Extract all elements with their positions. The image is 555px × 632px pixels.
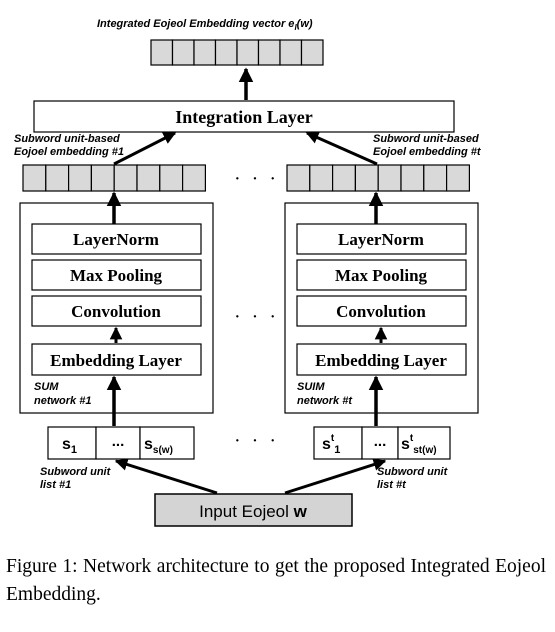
right-vector-cell [423,164,448,192]
ellipsis-middle: · · · [234,306,279,328]
figure-caption: Figure 1: Network architecture to get th… [6,556,546,605]
top-vector-cell [150,39,174,66]
arrow-right-embedding-to-integration [305,131,378,166]
right-vector-label: Subword unit-based [373,133,479,145]
right-convolution-box [296,295,467,327]
left-token-last: ss(w) [144,436,173,456]
right-network-label: SUIM [297,381,325,393]
right-token-first: st1 [322,433,340,456]
right-token-last: stst(w) [401,433,437,456]
left-network-outer-box [19,202,214,414]
top-vector-title: Integrated Eojeol Embedding vector eI(w) [97,18,313,32]
left-convolution-box [31,295,202,327]
right-vector-cell [446,164,471,192]
left-network-label-line2: network #1 [34,395,91,407]
arrow-input-to-left-list [114,458,218,495]
right-vector-cell [286,164,311,192]
top-vector-cell [214,39,238,66]
right-suim-network: LayerNorm Max Pooling Convolution Embedd… [284,202,479,414]
right-vector-cell [354,164,379,192]
right-layernorm-label: LayerNorm [338,230,424,249]
top-vector-cell [236,39,260,66]
top-vector-cell [171,39,195,66]
right-vector-cell [332,164,357,192]
left-vector-cell [182,164,207,192]
left-maxpooling-box [31,259,202,291]
left-token-cell-3 [139,426,195,460]
right-network-outer-box [284,202,479,414]
integrated-embedding-vector [150,39,324,66]
left-embedding-layer-box [31,343,202,376]
left-embedding-vector [22,164,207,192]
right-list-label-line2: list #t [377,479,407,491]
left-list-label-line2: list #1 [40,479,71,491]
right-list-label: Subword unit [377,466,449,478]
top-vector-cell [193,39,217,66]
right-token-middle: ... [374,433,387,450]
ellipsis-bottom: · · · [234,430,279,452]
integration-layer-label: Integration Layer [175,107,312,127]
left-layernorm-box [31,223,202,255]
right-maxpooling-label: Max Pooling [335,266,428,285]
right-layernorm-box [296,223,467,255]
top-vector-cell [257,39,281,66]
input-eojeol-box [154,493,353,527]
right-convolution-label: Convolution [336,302,426,321]
right-token-cell-3 [397,426,451,460]
left-token-first: s1 [62,436,77,456]
left-token-middle: ... [112,433,125,450]
left-subword-list: s1 ... ss(w) [47,426,195,460]
left-list-label: Subword unit [40,466,112,478]
left-sum-network: LayerNorm Max Pooling Convolution Embedd… [19,202,214,414]
left-vector-cell [113,164,138,192]
right-vector-label-line2: Eojoel embedding #t [373,146,482,158]
right-embedding-vector [286,164,471,192]
ellipsis-top: · · · [234,168,279,190]
left-network-label: SUM [34,381,59,393]
left-vector-cell [67,164,92,192]
left-vector-cell [22,164,47,192]
right-network-label-line2: network #t [297,395,353,407]
left-layernorm-label: LayerNorm [73,230,159,249]
left-vector-label-line2: Eojoel embedding #1 [14,146,124,158]
right-maxpooling-box [296,259,467,291]
left-embedding-layer-label: Embedding Layer [50,351,182,370]
right-token-cell-1 [313,426,363,460]
integration-layer-box [33,100,455,133]
top-vector-cell [300,39,324,66]
left-vector-cell [159,164,184,192]
right-vector-cell [309,164,334,192]
left-convolution-label: Convolution [71,302,161,321]
arrow-left-embedding-to-integration [113,131,177,166]
left-vector-cell [136,164,161,192]
left-vector-label: Subword unit-based [14,133,120,145]
right-vector-cell [400,164,425,192]
arrow-input-to-right-list [284,458,387,495]
top-vector-cell [279,39,303,66]
right-embedding-layer-box [296,343,467,376]
right-subword-list: st1 ... stst(w) [313,426,451,460]
left-vector-cell [90,164,115,192]
right-vector-cell [377,164,402,192]
left-maxpooling-label: Max Pooling [70,266,163,285]
left-vector-cell [45,164,70,192]
right-embedding-layer-label: Embedding Layer [315,351,447,370]
input-eojeol-label: Input Eojeol w [199,502,308,521]
left-token-cell-1 [47,426,97,460]
